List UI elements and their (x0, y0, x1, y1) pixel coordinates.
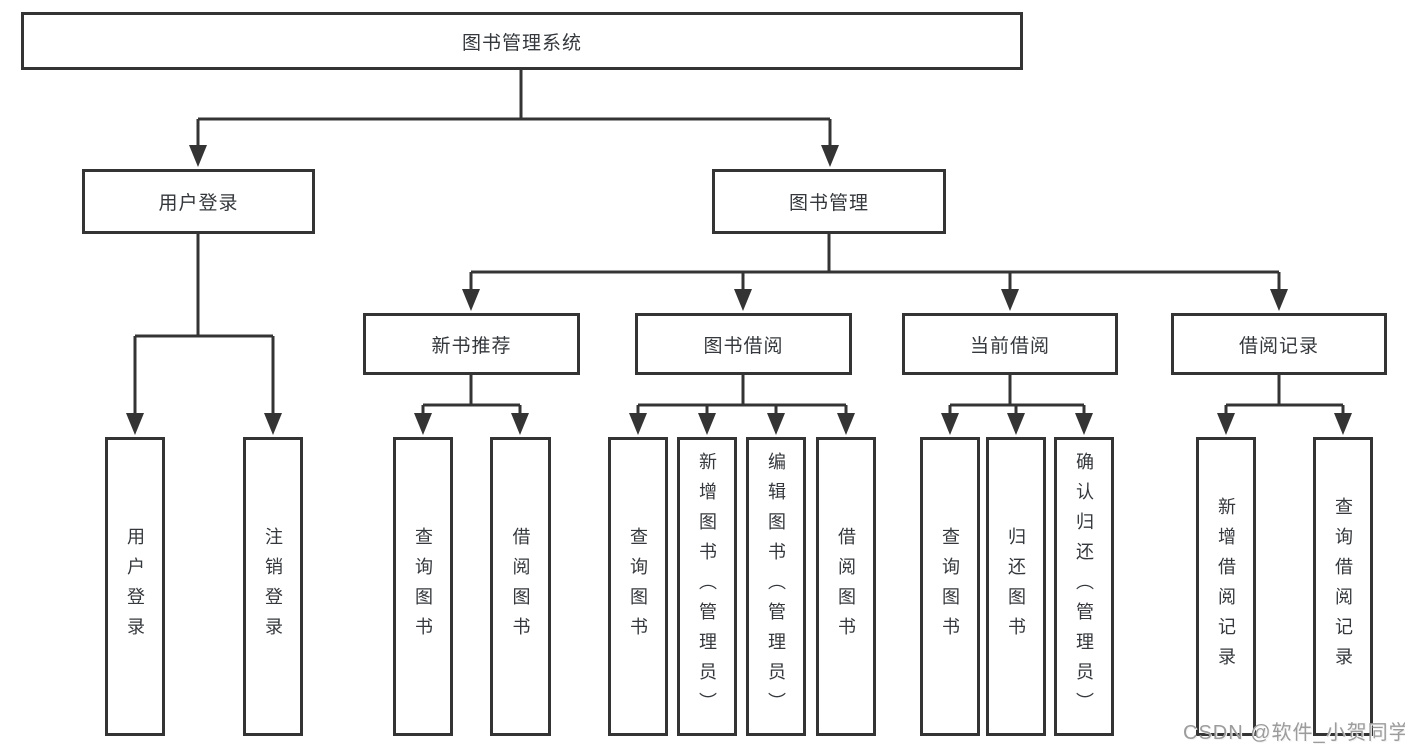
leaf-add-borrow-record-label: 新增借阅记录 (1216, 496, 1236, 677)
leaf-query-borrow-record-label: 查询借阅记录 (1333, 496, 1353, 677)
leaf-query-books-current: 查询图书 (920, 437, 980, 736)
leaf-query-books-borrow: 查询图书 (608, 437, 668, 736)
node-current-borrow: 当前借阅 (902, 313, 1118, 375)
watermark: CSDN @软件_小贺同学 (1183, 722, 1405, 744)
leaf-query-books-recommend-label: 查询图书 (413, 526, 433, 647)
leaf-query-books-current-label: 查询图书 (940, 526, 960, 647)
leaf-return-book: 归还图书 (986, 437, 1046, 736)
leaf-edit-book-admin-label: 编辑图书（管理员） (766, 451, 786, 722)
leaf-borrow-books-label: 借阅图书 (836, 526, 856, 647)
leaf-return-book-label: 归还图书 (1006, 526, 1026, 647)
leaf-query-borrow-record: 查询借阅记录 (1313, 437, 1373, 736)
arrowheads (126, 145, 1352, 435)
leaf-query-books-recommend: 查询图书 (393, 437, 453, 736)
leaf-edit-book-admin: 编辑图书（管理员） (746, 437, 806, 736)
node-book-management: 图书管理 (712, 169, 946, 234)
leaf-user-login: 用户登录 (105, 437, 165, 736)
node-library-system: 图书管理系统 (21, 12, 1023, 70)
node-borrow-records: 借阅记录 (1171, 313, 1387, 375)
leaf-confirm-return-admin-label: 确认归还（管理员） (1074, 451, 1094, 722)
leaf-logout-login-label: 注销登录 (263, 526, 283, 647)
leaf-borrow-books-recommend: 借阅图书 (490, 437, 551, 736)
leaf-logout-login: 注销登录 (243, 437, 303, 736)
node-user-login: 用户登录 (82, 169, 315, 234)
node-new-book-recommend: 新书推荐 (363, 313, 580, 375)
leaf-borrow-books: 借阅图书 (816, 437, 876, 736)
leaf-add-book-admin: 新增图书（管理员） (677, 437, 737, 736)
leaf-query-books-borrow-label: 查询图书 (628, 526, 648, 647)
node-book-borrow: 图书借阅 (635, 313, 852, 375)
leaf-borrow-books-recommend-label: 借阅图书 (510, 526, 531, 647)
leaf-confirm-return-admin: 确认归还（管理员） (1054, 437, 1114, 736)
leaf-add-borrow-record: 新增借阅记录 (1196, 437, 1256, 736)
leaf-add-book-admin-label: 新增图书（管理员） (697, 451, 717, 722)
leaf-user-login-label: 用户登录 (125, 526, 145, 647)
